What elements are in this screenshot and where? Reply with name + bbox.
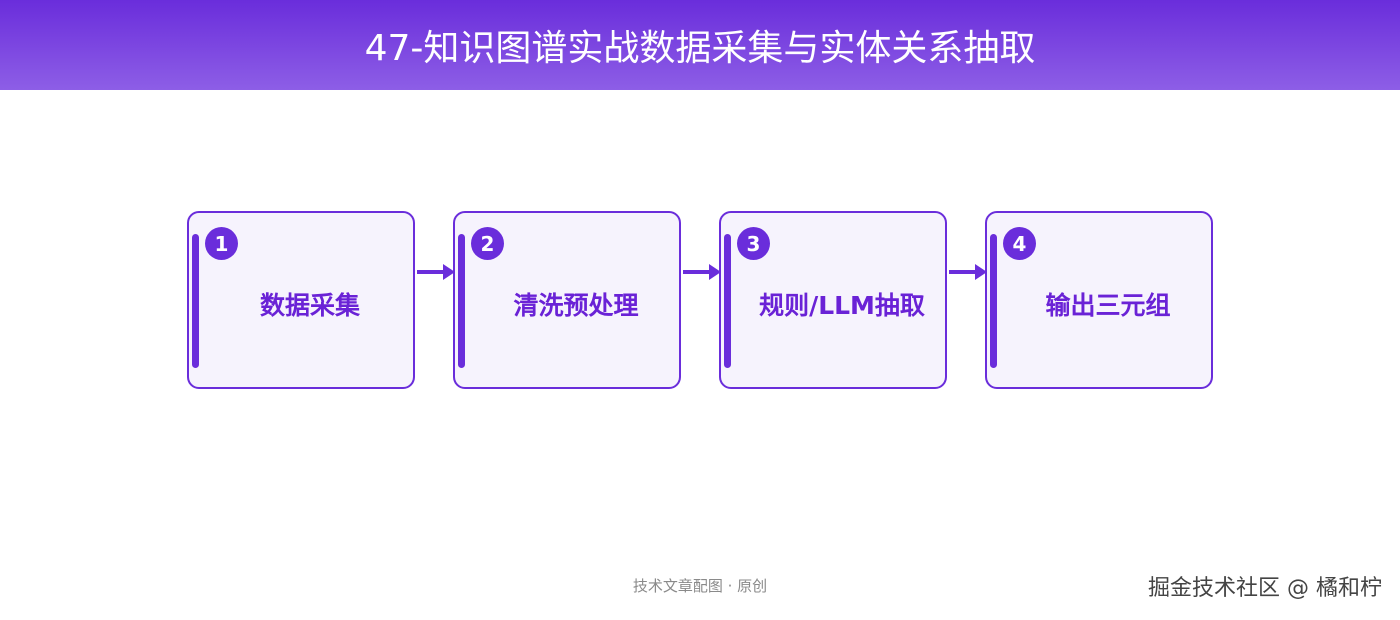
step-box-3: 3 规则/LLM抽取	[719, 211, 947, 389]
step-label: 数据采集	[259, 291, 360, 320]
step-number-badge: 1	[205, 227, 238, 260]
step-accent-bar	[192, 234, 199, 368]
step-box-2: 2 清洗预处理	[453, 211, 681, 389]
flow-diagram: 1 数据采集 2 清洗预处理 3 规则/LLM抽取 4 输出三元组	[187, 211, 1214, 389]
step-accent-bar	[458, 234, 465, 368]
page-title: 47-知识图谱实战数据采集与实体关系抽取	[364, 28, 1036, 69]
step-label: 清洗预处理	[513, 291, 639, 320]
step-label: 规则/LLM抽取	[759, 291, 925, 320]
arrow-right-icon	[683, 263, 721, 281]
header-banner: 47-知识图谱实战数据采集与实体关系抽取	[0, 0, 1400, 90]
step-number-badge: 4	[1003, 227, 1036, 260]
step-accent-bar	[990, 234, 997, 368]
step-box-4: 4 输出三元组	[985, 211, 1213, 389]
arrow-right-icon	[949, 263, 987, 281]
step-box-1: 1 数据采集	[187, 211, 415, 389]
step-accent-bar	[724, 234, 731, 368]
arrow-right-icon	[417, 263, 455, 281]
step-number-badge: 2	[471, 227, 504, 260]
step-label: 输出三元组	[1045, 291, 1171, 320]
step-number-badge: 3	[737, 227, 770, 260]
watermark-text: 掘金技术社区 @ 橘和柠	[1148, 576, 1382, 601]
footer-caption: 技术文章配图 · 原创	[632, 577, 768, 595]
